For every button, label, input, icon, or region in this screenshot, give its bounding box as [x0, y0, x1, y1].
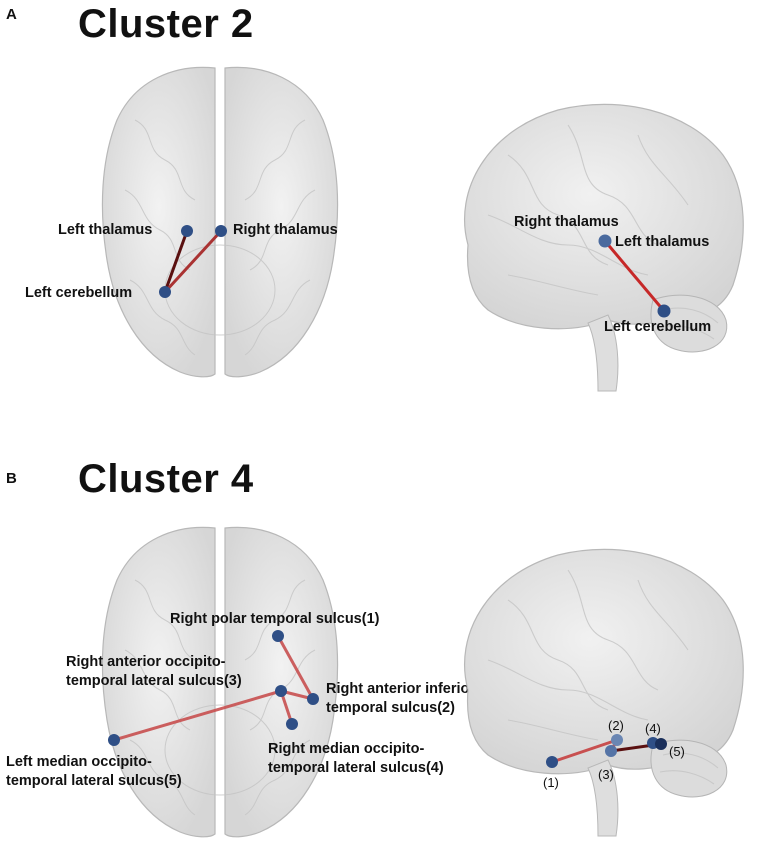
edge-lthal-lcereb [163, 230, 189, 293]
label-node-2-line1: Right anterior inferior [326, 681, 476, 697]
cortex [464, 103, 744, 330]
panel-b-title: Cluster 4 [78, 457, 254, 501]
label-left-thalamus-sag-a: Left thalamus [615, 234, 710, 250]
sag-label-2: (2) [608, 718, 624, 733]
label-left-cerebellum-sag-a: Left cerebellum [604, 319, 712, 335]
label-node-5-line1: Left median occipito- [6, 754, 152, 770]
left-hemisphere [101, 66, 216, 378]
sag-label-1: (1) [543, 775, 559, 790]
edge-1-2 [276, 635, 315, 700]
node-cerebellum [657, 304, 671, 318]
node-5 [108, 734, 120, 746]
panel-a-title: Cluster 2 [78, 2, 254, 46]
node-thalamus [598, 234, 612, 248]
label-node-2-line2: temporal sulcus(2) [326, 700, 455, 716]
edge-rthal-lcereb [163, 229, 223, 294]
label-left-cerebellum-a: Left cerebellum [25, 285, 133, 301]
sagittal-brain-b [464, 548, 744, 837]
node-left-cerebellum [159, 286, 171, 298]
node-right-thalamus [215, 225, 227, 237]
axial-brain-a [101, 66, 339, 378]
sag-label-4: (4) [645, 721, 661, 736]
label-right-thalamus-sag-a: Right thalamus [514, 214, 619, 230]
node-4 [286, 718, 298, 730]
label-node-5: Left median occipito- temporal lateral s… [6, 753, 182, 791]
label-node-3: Right anterior occipito- temporal latera… [66, 653, 242, 691]
label-left-thalamus-a: Left thalamus [58, 222, 153, 238]
sag-edge-1-2 [551, 738, 618, 764]
edge-3-5 [113, 689, 282, 742]
label-node-4: Right median occipito- temporal lateral … [268, 740, 444, 778]
right-hemisphere [224, 66, 339, 378]
sag-node-5 [655, 738, 667, 750]
label-node-3-line2: temporal lateral sulcus(3) [66, 673, 242, 689]
sag-label-5: (5) [669, 744, 685, 759]
node-left-thalamus [181, 225, 193, 237]
panel-a-letter: A [6, 6, 17, 23]
sag-label-3: (3) [598, 767, 614, 782]
label-node-2: Right anterior inferior temporal sulcus(… [326, 680, 475, 718]
brainstem [587, 314, 619, 392]
label-node-4-line1: Right median occipito- [268, 741, 425, 757]
label-node-4-line2: temporal lateral sulcus(4) [268, 760, 444, 776]
sag-node-1 [546, 756, 558, 768]
axial-brain-b [101, 526, 339, 838]
node-3 [275, 685, 287, 697]
label-node-3-line1: Right anterior occipito- [66, 654, 226, 670]
sag-node-3 [605, 745, 617, 757]
edge-thal-cereb [603, 240, 666, 312]
sag-node-2 [611, 734, 623, 746]
node-1 [272, 630, 284, 642]
label-node-5-line2: temporal lateral sulcus(5) [6, 773, 182, 789]
panel-b-letter: B [6, 470, 17, 487]
label-node-1: Right polar temporal sulcus(1) [170, 611, 380, 627]
sagittal-brain-a [464, 103, 744, 392]
node-2 [307, 693, 319, 705]
label-right-thalamus-a: Right thalamus [233, 222, 338, 238]
